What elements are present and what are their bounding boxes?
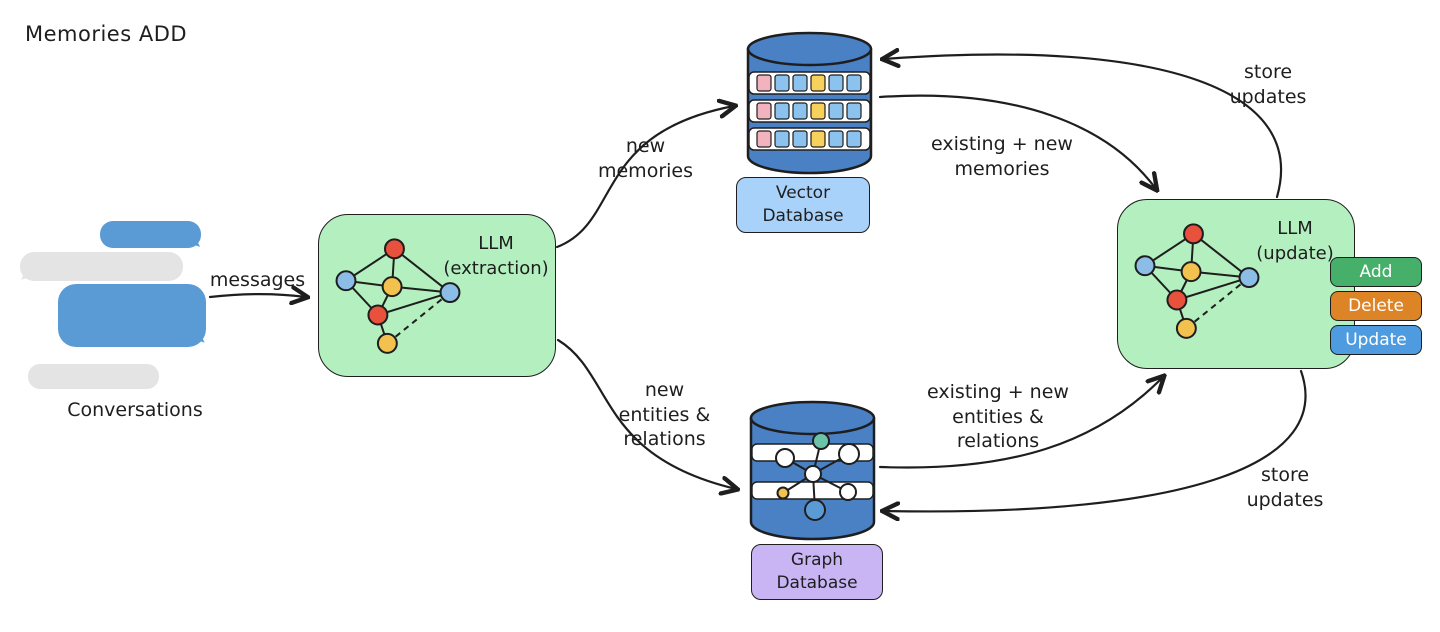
neural-network-icon (1134, 223, 1260, 339)
llm-update-node: LLM (update) (1117, 199, 1355, 369)
delete-action-badge: Delete (1330, 291, 1422, 321)
llm-extraction-label: LLM (extraction) (443, 233, 549, 280)
conversations-label: Conversations (67, 399, 203, 421)
arrow-existing-new-entities (878, 377, 1163, 469)
llm-extraction-node: LLM (extraction) (318, 214, 556, 377)
llm-update-label: LLM (update) (1256, 218, 1334, 265)
arrow-existing-new-memories (878, 94, 1156, 189)
label-existing-new-memories: existing + new memories (931, 133, 1073, 180)
label-store-updates-top: store updates (1229, 61, 1307, 108)
graph-nodes (775, 432, 860, 521)
arrow-new-memories (555, 106, 734, 249)
arrow-store-updates-top (884, 55, 1283, 199)
graph-database-icon (749, 400, 876, 541)
label-store-updates-bottom: store updates (1246, 464, 1324, 511)
update-action-badge: Update (1330, 325, 1422, 355)
arrow-store-updates-bottom (884, 369, 1307, 511)
memory-row (748, 99, 871, 123)
graph-database-label: Graph Database (751, 544, 883, 600)
neural-network-icon (335, 238, 461, 354)
arrow-messages (208, 294, 306, 297)
memory-row (748, 127, 871, 151)
memory-row (748, 71, 871, 95)
label-messages: messages (209, 269, 306, 291)
diagram-title: Memories ADD (25, 22, 188, 46)
chat-bubble (58, 284, 206, 347)
label-new-entities-relations: new entities & relations (618, 379, 711, 451)
label-existing-new-entities-relations: existing + new entities & relations (927, 381, 1069, 453)
chat-bubble (28, 364, 159, 389)
arrow-new-entities-relations (556, 338, 736, 489)
chat-bubble (20, 252, 183, 281)
label-new-memories: new memories (597, 135, 693, 182)
add-action-badge: Add (1330, 257, 1422, 287)
vector-database-label: Vector Database (736, 177, 870, 233)
chat-bubble (100, 221, 201, 248)
vector-database-icon (746, 31, 873, 175)
